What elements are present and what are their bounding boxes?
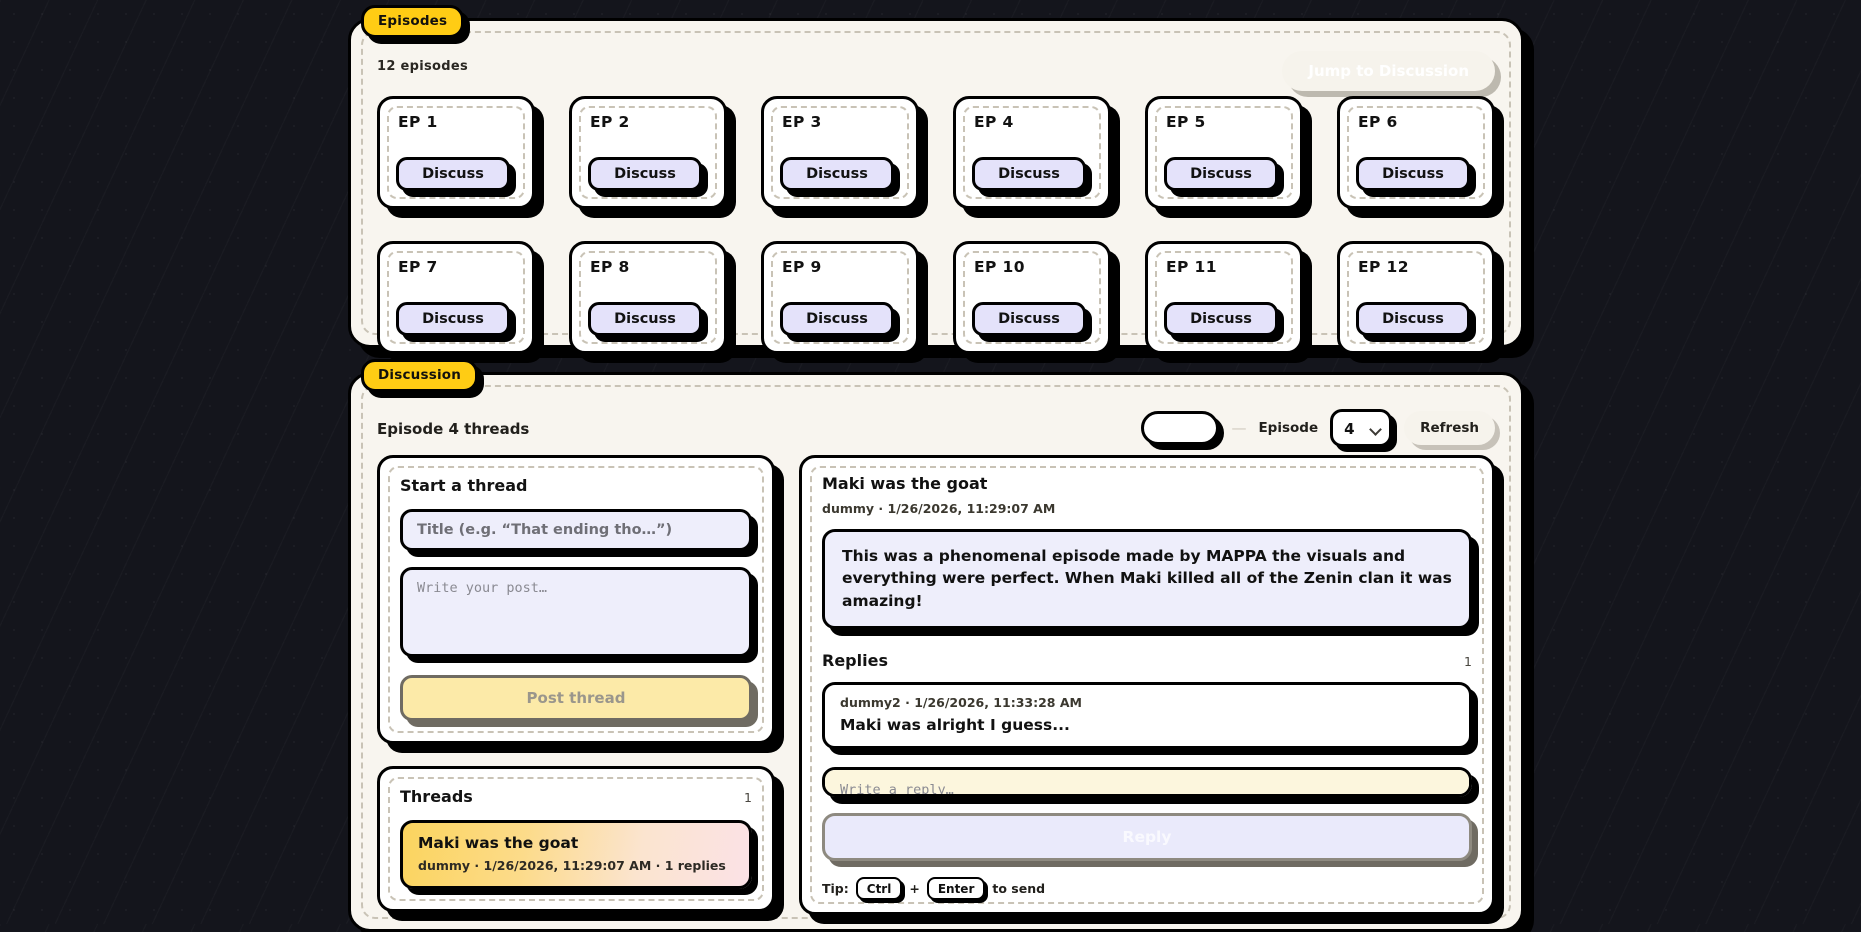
episode-card-title: EP 1 [398,113,438,131]
blank-pill-button[interactable] [1141,411,1220,445]
discussion-left-column: Start a thread Post thread Threads 1 Mak [377,455,775,915]
discuss-button[interactable]: Discuss [972,157,1086,191]
thread-detail-card: Maki was the goat dummy · 1/26/2026, 11:… [799,455,1495,915]
discussion-badge: Discussion [361,359,479,392]
episode-count-label: 12 episodes [377,59,469,74]
discuss-button[interactable]: Discuss [588,157,702,191]
separator-dash: — [1231,419,1247,437]
tip-plus: + [909,881,920,897]
episode-card[interactable]: EP 3 Discuss [761,96,919,209]
thread-detail-meta: dummy · 1/26/2026, 11:29:07 AM [822,501,1056,516]
episode-select-value: 4 [1344,420,1355,438]
discuss-button[interactable]: Discuss [780,157,894,191]
episode-select[interactable]: 4 [1330,409,1393,447]
discuss-button[interactable]: Discuss [1164,302,1278,336]
thread-detail-body: This was a phenomenal episode made by MA… [822,529,1472,630]
episode-card-title: EP 5 [1166,113,1206,131]
keyboard-tip: Tip: Ctrl + Enter to send [822,877,1472,901]
discuss-button[interactable]: Discuss [972,302,1086,336]
episode-card-title: EP 7 [398,258,438,276]
tip-suffix: to send [992,881,1046,897]
reply-text: Maki was alright I guess... [840,716,1070,735]
discuss-button[interactable]: Discuss [1356,157,1470,191]
thread-list-item[interactable]: Maki was the goat dummy · 1/26/2026, 11:… [400,820,752,889]
post-thread-button[interactable]: Post thread [400,675,752,721]
refresh-button[interactable]: Refresh [1404,411,1495,445]
chevron-down-icon [1369,423,1382,436]
episode-card[interactable]: EP 1 Discuss [377,96,535,209]
episode-grid: EP 1 Discuss EP 2 Discuss EP 3 Discuss E… [377,96,1495,354]
episodes-header: 12 episodes Jump to Discussion [377,51,1495,91]
jump-to-discussion-button[interactable]: Jump to Discussion [1282,51,1495,91]
discuss-button[interactable]: Discuss [1164,157,1278,191]
episode-card-title: EP 2 [590,113,630,131]
discussion-controls: — Episode 4 Refresh [1141,409,1495,447]
episode-card[interactable]: EP 11 Discuss [1145,241,1303,354]
reply-meta: dummy2 · 1/26/2026, 11:33:28 AM [840,695,1082,711]
threads-header: Threads 1 [400,787,752,806]
discussion-header: Episode 4 threads — Episode 4 Refresh [377,409,1495,449]
reply-button[interactable]: Reply [822,813,1472,862]
thread-title-input[interactable] [400,509,752,551]
discuss-button[interactable]: Discuss [780,302,894,336]
threads-list-card: Threads 1 Maki was the goat dummy · 1/26… [377,766,775,912]
episode-card-title: EP 8 [590,258,630,276]
replies-header: Replies 1 [822,651,1472,670]
episode-card-title: EP 3 [782,113,822,131]
episode-card[interactable]: EP 10 Discuss [953,241,1111,354]
compose-heading: Start a thread [400,476,528,495]
replies-count: 1 [1464,654,1472,670]
reply-item: dummy2 · 1/26/2026, 11:33:28 AM Maki was… [822,682,1472,750]
episode-card-title: EP 4 [974,113,1014,131]
episode-card-title: EP 6 [1358,113,1398,131]
episode-card[interactable]: EP 6 Discuss [1337,96,1495,209]
discuss-button[interactable]: Discuss [1356,302,1470,336]
episode-card[interactable]: EP 4 Discuss [953,96,1111,209]
reply-textarea[interactable] [822,767,1472,798]
episode-card[interactable]: EP 9 Discuss [761,241,919,354]
tip-prefix: Tip: [822,881,849,897]
episode-card[interactable]: EP 5 Discuss [1145,96,1303,209]
episode-card-title: EP 12 [1358,258,1409,276]
episode-select-label: Episode [1258,420,1319,436]
episode-card-title: EP 11 [1166,258,1217,276]
threads-heading: Threads [400,787,473,806]
episode-card-title: EP 9 [782,258,822,276]
compose-thread-card: Start a thread Post thread [377,455,775,744]
discuss-button[interactable]: Discuss [588,302,702,336]
thread-body-textarea[interactable] [400,567,752,657]
episode-card[interactable]: EP 12 Discuss [1337,241,1495,354]
thread-list-item-title: Maki was the goat [418,834,579,852]
episode-card[interactable]: EP 2 Discuss [569,96,727,209]
thread-list-item-meta: dummy · 1/26/2026, 11:29:07 AM · 1 repli… [418,858,726,873]
kbd-ctrl: Ctrl [855,877,903,901]
episodes-panel: Episodes 12 episodes Jump to Discussion … [348,5,1524,354]
episode-card-title: EP 10 [974,258,1025,276]
threads-count: 1 [744,790,752,805]
episodes-badge: Episodes [361,5,465,38]
replies-heading: Replies [822,651,888,671]
thread-detail-title: Maki was the goat [822,474,988,493]
kbd-enter: Enter [926,877,986,901]
discuss-button[interactable]: Discuss [396,157,510,191]
episode-card[interactable]: EP 8 Discuss [569,241,727,354]
discussion-right-column: Maki was the goat dummy · 1/26/2026, 11:… [799,455,1495,915]
discussion-panel: Discussion Episode 4 threads — Episode 4… [348,359,1524,932]
episode-card[interactable]: EP 7 Discuss [377,241,535,354]
discussion-body: Start a thread Post thread Threads 1 Mak [377,455,1495,915]
discussion-title: Episode 4 threads [377,420,530,438]
discuss-button[interactable]: Discuss [396,302,510,336]
